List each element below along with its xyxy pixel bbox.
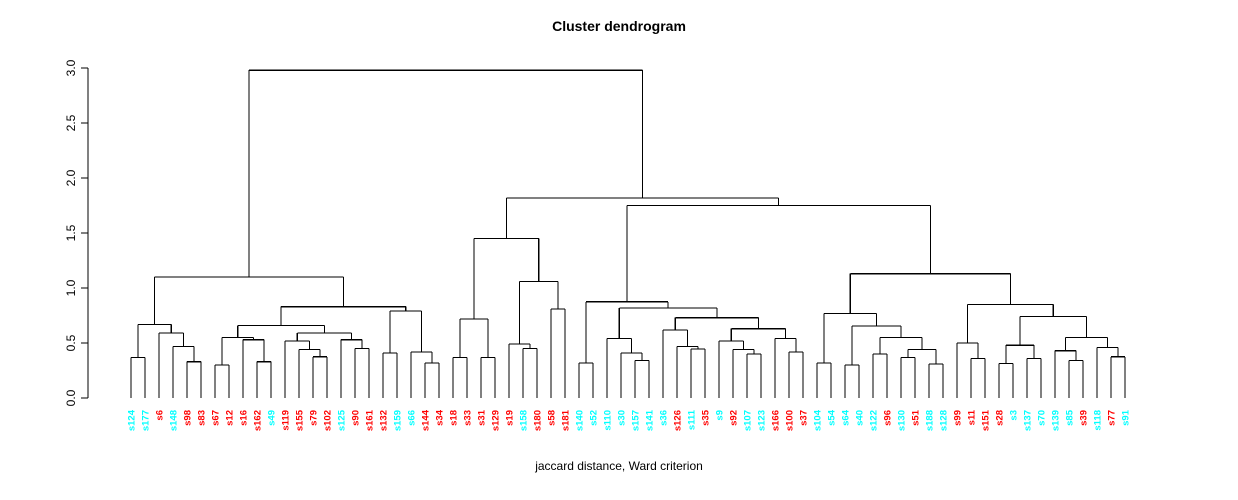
y-axis: 0.0 0.5 1.0 1.5 2.0 2.5 3.0 <box>64 59 89 406</box>
leaf-label: s12 <box>225 410 236 426</box>
leaf-label: s6 <box>155 410 166 421</box>
leaf-label: s119 <box>281 410 292 431</box>
leaf-label: s3 <box>1009 410 1020 421</box>
leaf-label: s158 <box>519 410 530 431</box>
chart-title: Cluster dendrogram <box>552 18 686 34</box>
leaf-label: s125 <box>337 409 348 431</box>
leaf-label: s96 <box>883 410 894 426</box>
leaf-label: s118 <box>1093 410 1104 431</box>
leaf-label: s34 <box>435 409 446 426</box>
leaf-label: s104 <box>813 409 824 431</box>
y-tick-label: 1.5 <box>64 224 78 241</box>
leaf-label: s85 <box>1065 409 1076 426</box>
leaf-label: s110 <box>603 410 614 431</box>
leaf-label: s9 <box>715 410 726 421</box>
leaf-label: s70 <box>1037 410 1048 426</box>
leaf-label: s77 <box>1107 410 1118 426</box>
leaf-label: s54 <box>827 409 838 426</box>
leaf-label: s132 <box>379 410 390 431</box>
leaf-label: s83 <box>197 410 208 426</box>
leaf-label: s90 <box>351 410 362 426</box>
leaf-label: s141 <box>645 409 656 431</box>
leaf-label: s128 <box>939 410 950 431</box>
leaf-label: s28 <box>995 410 1006 426</box>
leaf-label: s39 <box>1079 410 1090 426</box>
y-tick-label: 2.0 <box>64 169 78 186</box>
leaf-label: s107 <box>743 410 754 431</box>
leaf-label: s155 <box>295 409 306 431</box>
leaf-label: s151 <box>981 409 992 431</box>
dendrogram-tree <box>130 69 1126 398</box>
leaf-label: s122 <box>869 410 880 431</box>
leaf-label: s159 <box>393 410 404 431</box>
leaf-label: s111 <box>687 409 698 430</box>
leaf-label: s123 <box>757 410 768 431</box>
leaf-label: s99 <box>953 410 964 426</box>
leaf-label: s157 <box>631 410 642 431</box>
leaf-label: s139 <box>1051 410 1062 431</box>
leaf-label: s58 <box>547 410 558 426</box>
leaf-label: s30 <box>617 410 628 426</box>
leaf-label: s36 <box>659 410 670 426</box>
leaf-label: s161 <box>365 409 376 431</box>
leaf-label: s162 <box>253 410 264 431</box>
leaf-label: s188 <box>925 410 936 431</box>
y-tick-label: 2.5 <box>64 114 78 131</box>
leaf-label: s18 <box>449 410 460 426</box>
leaf-label: s52 <box>589 410 600 426</box>
leaf-label: s40 <box>855 410 866 426</box>
leaf-label: s126 <box>673 410 684 431</box>
leaf-label: s181 <box>561 409 572 431</box>
leaf-label: s140 <box>575 410 586 431</box>
leaf-label: s35 <box>701 409 712 426</box>
leaf-label: s51 <box>911 409 922 426</box>
leaf-label: s19 <box>505 410 516 426</box>
leaf-label: s67 <box>211 410 222 426</box>
leaf-label: s137 <box>1023 410 1034 431</box>
y-tick-label: 1.0 <box>64 279 78 296</box>
leaf-label: s91 <box>1121 409 1132 426</box>
leaf-label: s16 <box>239 410 250 426</box>
y-tick-label: 0.0 <box>64 389 78 406</box>
leaf-label: s37 <box>799 410 810 426</box>
leaf-label: s79 <box>309 410 320 426</box>
leaf-label: s33 <box>463 410 474 426</box>
leaf-label: s144 <box>421 409 432 431</box>
leaf-label: s66 <box>407 410 418 426</box>
leaf-label: s180 <box>533 410 544 431</box>
leaf-label: s49 <box>267 410 278 426</box>
leaf-label: s130 <box>897 410 908 431</box>
leaf-label: s98 <box>183 410 194 426</box>
leaf-label: s129 <box>491 410 502 431</box>
leaf-label: s31 <box>477 409 488 426</box>
leaf-label: s64 <box>841 409 852 426</box>
leaf-label: s177 <box>141 410 152 431</box>
leaf-label: s11 <box>967 409 978 425</box>
leaf-label: s92 <box>729 410 740 426</box>
leaf-label: s166 <box>771 410 782 431</box>
chart-subtitle: jaccard distance, Ward criterion <box>535 459 703 473</box>
y-tick-label: 0.5 <box>64 334 78 351</box>
leaf-label: s124 <box>127 409 138 431</box>
y-tick-label: 3.0 <box>64 59 78 76</box>
leaf-label: s100 <box>785 410 796 431</box>
leaf-label: s148 <box>169 410 180 431</box>
leaf-label: s102 <box>323 410 334 431</box>
